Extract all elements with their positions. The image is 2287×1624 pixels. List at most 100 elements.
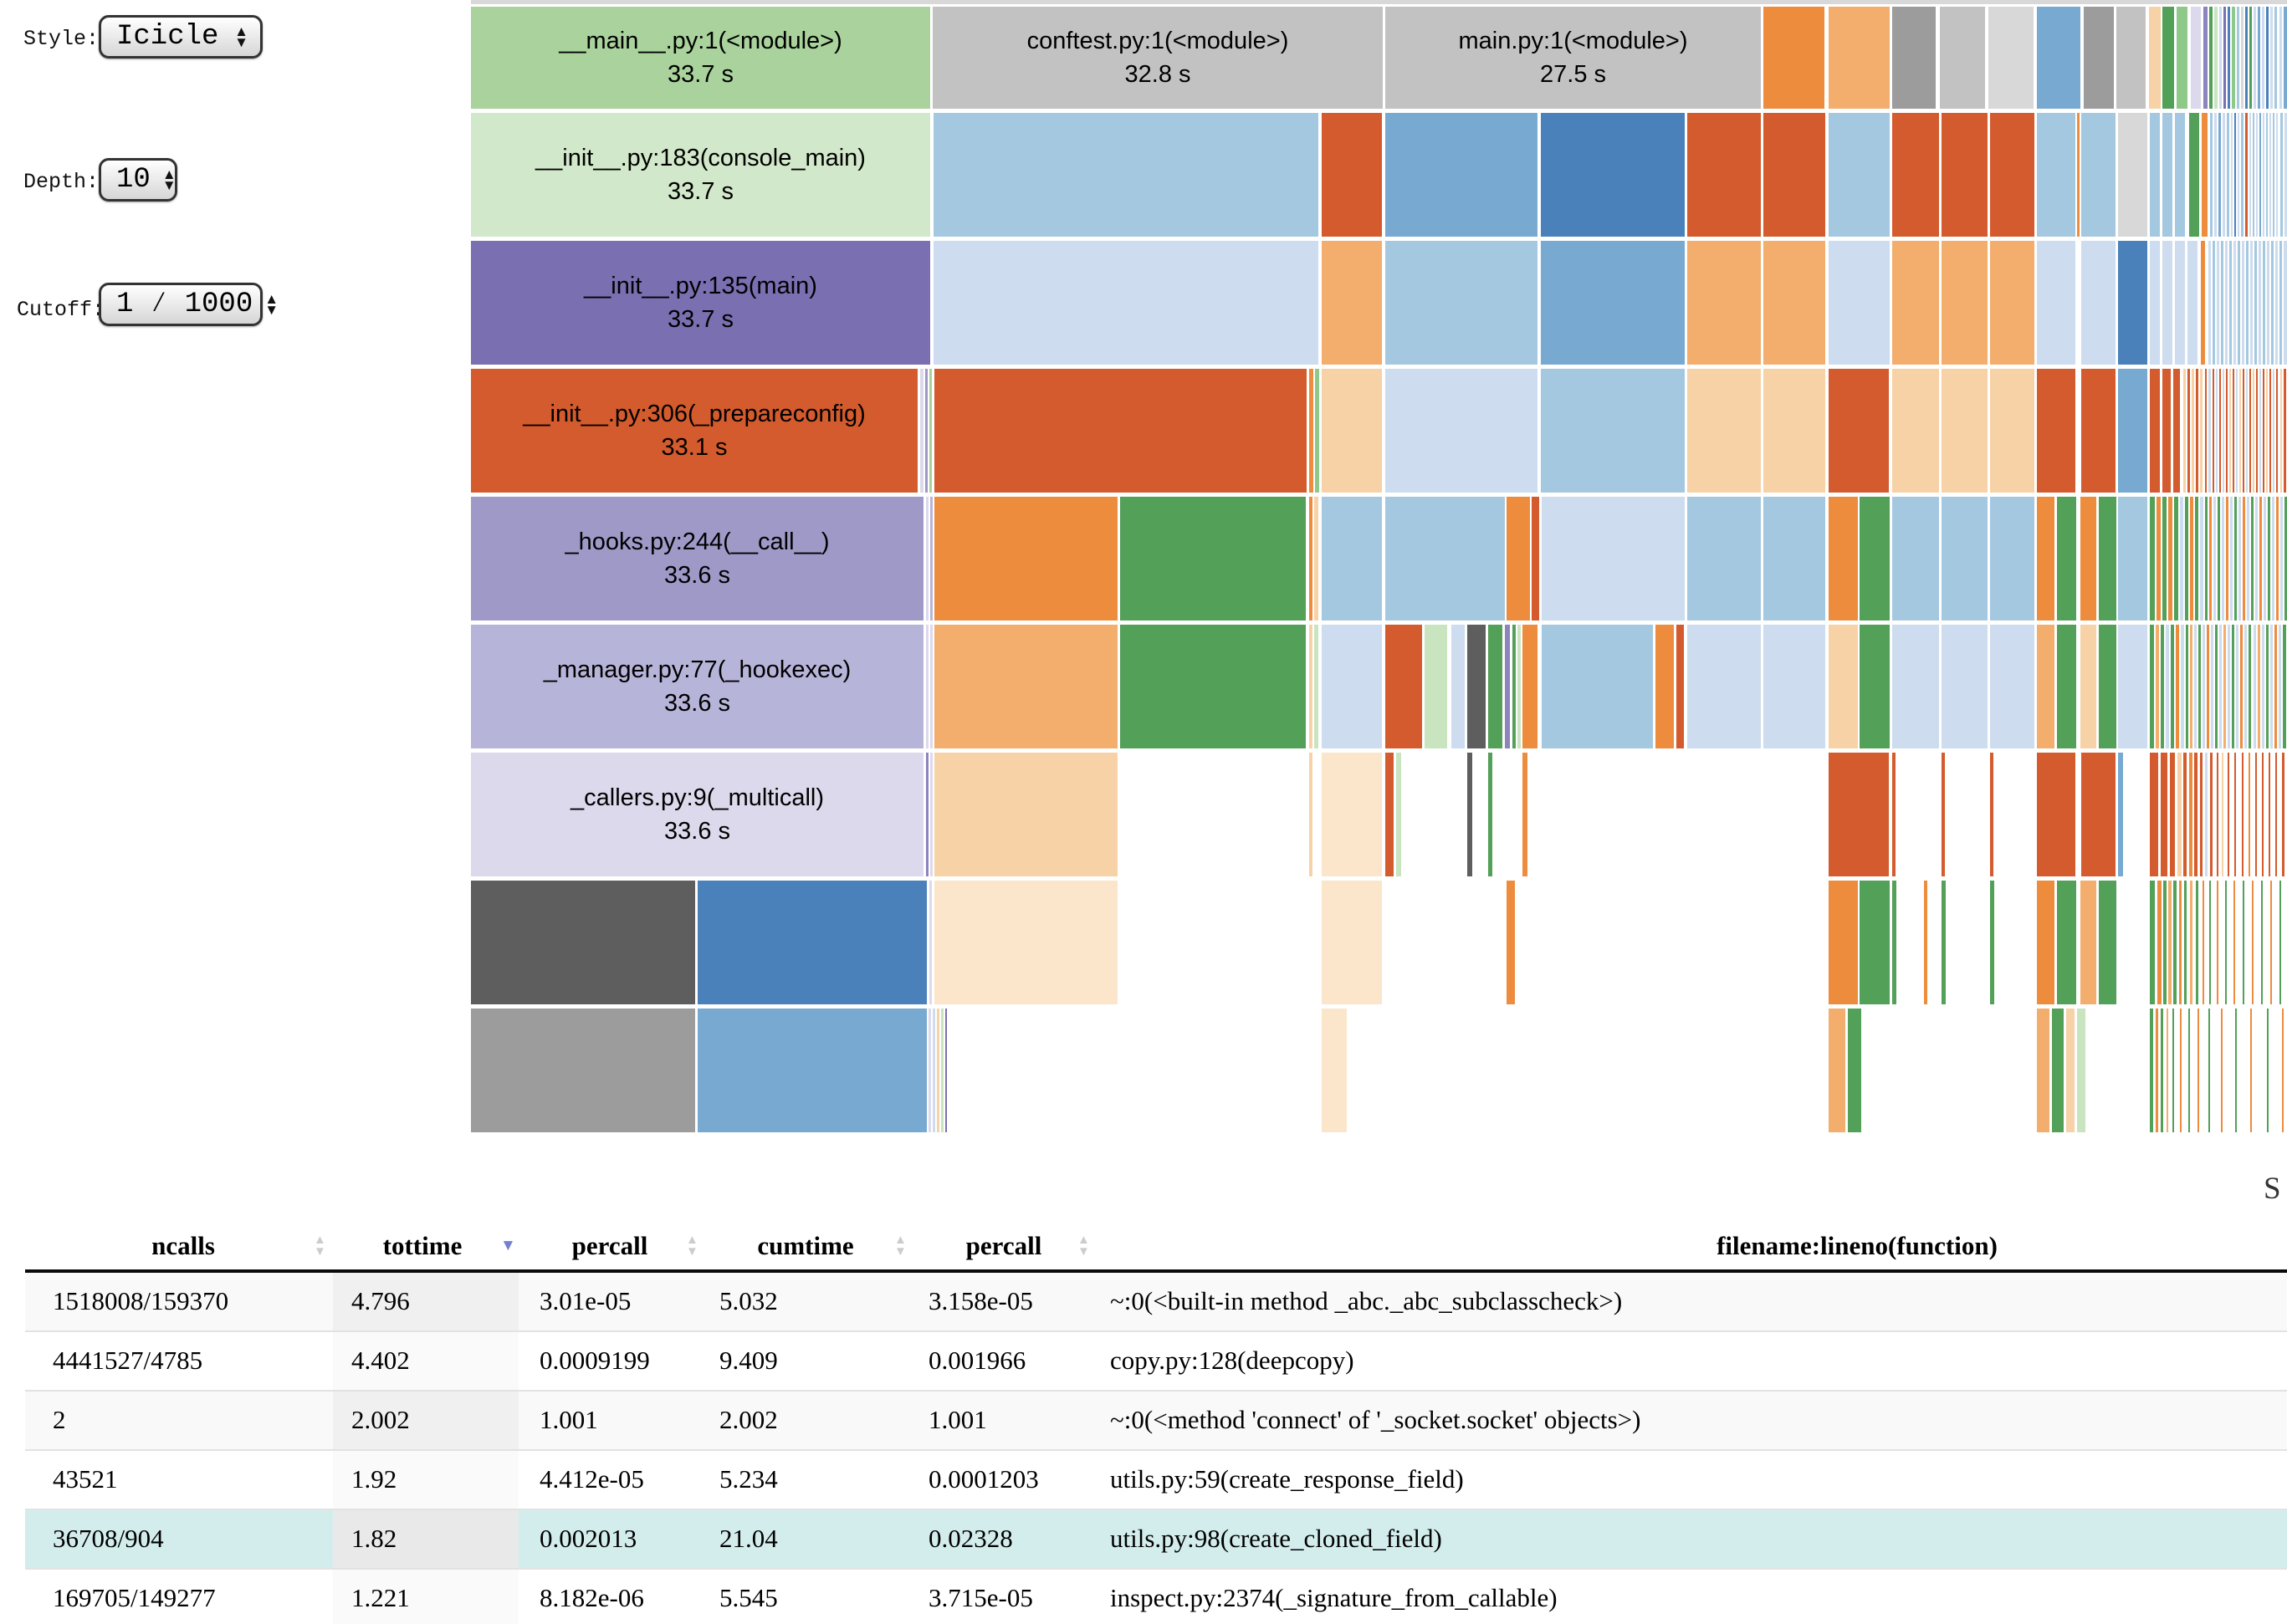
icicle-segment[interactable] (2241, 113, 2244, 237)
icicle-segment[interactable] (2266, 369, 2268, 493)
icicle-segment[interactable] (2208, 241, 2211, 365)
icicle-segment[interactable] (1892, 7, 1936, 109)
icicle-segment[interactable] (1467, 625, 1486, 748)
icicle-segment[interactable] (2225, 881, 2227, 1004)
icicle-segment[interactable] (2157, 497, 2161, 620)
icicle-segment[interactable] (2186, 625, 2188, 748)
icicle-segment[interactable] (2171, 625, 2174, 748)
icicle-segment[interactable] (2214, 113, 2217, 237)
icicle-segment[interactable] (1322, 113, 1382, 237)
icicle-segment[interactable] (2118, 369, 2147, 493)
icicle-segment[interactable] (1892, 881, 1896, 1004)
icicle-segment[interactable] (1385, 241, 1537, 365)
icicle-segment[interactable] (2259, 369, 2261, 493)
icicle-segment[interactable] (2209, 881, 2211, 1004)
icicle-segment[interactable] (1942, 113, 1988, 237)
icicle-segment[interactable] (1990, 369, 2034, 493)
icicle-segment[interactable] (2261, 881, 2263, 1004)
icicle-segment[interactable] (1860, 625, 1890, 748)
icicle-segment[interactable] (2225, 241, 2228, 365)
icicle-segment[interactable] (1385, 113, 1537, 237)
icicle-segment[interactable] (2156, 625, 2159, 748)
icicle-segment[interactable] (2262, 7, 2264, 109)
icicle-segment[interactable] (2066, 1009, 2075, 1132)
icicle-segment[interactable] (2269, 369, 2271, 493)
icicle-segment[interactable] (2254, 7, 2256, 109)
icicle-node[interactable]: __main__.py:1(<module>)33.7 s (471, 7, 930, 109)
icicle-segment[interactable] (2275, 241, 2278, 365)
icicle-segment[interactable] (934, 497, 1118, 620)
icicle-segment[interactable] (1763, 7, 1824, 109)
icicle-segment[interactable] (1507, 497, 1530, 620)
icicle-segment[interactable] (2170, 753, 2175, 876)
icicle-segment[interactable] (2057, 625, 2076, 748)
icicle-segment[interactable] (2052, 1009, 2064, 1132)
icicle-segment[interactable] (2268, 497, 2270, 620)
icicle-segment[interactable] (2267, 241, 2269, 365)
icicle-segment[interactable] (2197, 1009, 2199, 1132)
icicle-segment[interactable] (2254, 241, 2257, 365)
icicle-segment[interactable] (1892, 497, 1939, 620)
icicle-segment[interactable] (2238, 497, 2241, 620)
icicle-segment[interactable] (2232, 625, 2234, 748)
icicle-segment[interactable] (2179, 881, 2182, 1004)
icicle-segment[interactable] (2223, 625, 2226, 748)
icicle-segment[interactable] (2233, 881, 2235, 1004)
icicle-segment[interactable] (1517, 625, 1521, 748)
icicle-segment[interactable] (2150, 625, 2154, 748)
icicle-segment[interactable] (2250, 241, 2253, 365)
icicle-segment[interactable] (1892, 369, 1939, 493)
icicle-segment[interactable] (2183, 753, 2187, 876)
icicle-segment[interactable] (920, 369, 923, 493)
icicle-segment[interactable] (2247, 497, 2249, 620)
icicle-segment[interactable] (2168, 881, 2172, 1004)
icicle-segment[interactable] (2196, 881, 2198, 1004)
icicle-segment[interactable] (2161, 625, 2164, 748)
icicle-segment[interactable] (929, 881, 932, 1004)
icicle-segment[interactable] (1512, 625, 1516, 748)
icicle-segment[interactable] (929, 369, 932, 493)
icicle-segment[interactable] (1940, 7, 1985, 109)
icicle-segment[interactable] (2258, 625, 2260, 748)
icicle-segment[interactable] (2216, 369, 2218, 493)
icicle-segment[interactable] (2118, 753, 2123, 876)
icicle-segment[interactable] (2276, 369, 2278, 493)
icicle-segment[interactable] (1385, 753, 1394, 876)
icicle-segment[interactable] (2280, 369, 2282, 493)
icicle-segment[interactable] (2219, 7, 2222, 109)
icicle-node[interactable]: __init__.py:306(_prepareconfig)33.1 s (471, 369, 918, 493)
icicle-segment[interactable] (2175, 113, 2185, 237)
icicle-segment[interactable] (2266, 113, 2268, 237)
icicle-segment[interactable] (930, 753, 933, 876)
icicle-segment[interactable] (2162, 369, 2171, 493)
icicle-segment[interactable] (698, 1009, 927, 1132)
icicle-segment[interactable] (1541, 369, 1685, 493)
icicle-segment[interactable] (2243, 369, 2244, 493)
icicle-segment[interactable] (2150, 113, 2160, 237)
icicle-segment[interactable] (1425, 625, 1447, 748)
icicle-segment[interactable] (1309, 497, 1312, 620)
icicle-segment[interactable] (1488, 753, 1492, 876)
icicle-segment[interactable] (2184, 881, 2187, 1004)
icicle-segment[interactable] (2279, 625, 2281, 748)
icicle-segment[interactable] (1892, 241, 1939, 365)
icicle-segment[interactable] (1988, 7, 2034, 109)
icicle-segment[interactable] (2177, 7, 2187, 109)
icicle-segment[interactable] (2269, 753, 2270, 876)
icicle-segment[interactable] (1829, 753, 1889, 876)
icicle-segment[interactable] (2223, 369, 2224, 493)
icicle-segment[interactable] (2254, 625, 2256, 748)
icicle-segment[interactable] (1505, 625, 1510, 748)
icicle-segment[interactable] (2080, 625, 2096, 748)
icicle-segment[interactable] (2037, 497, 2054, 620)
icicle-segment[interactable] (937, 1009, 939, 1132)
icicle-segment[interactable] (1532, 497, 1539, 620)
icicle-segment[interactable] (2283, 625, 2286, 748)
icicle-segment[interactable] (1315, 369, 1319, 493)
icicle-segment[interactable] (1451, 625, 1465, 748)
icicle-segment[interactable] (934, 241, 1318, 365)
icicle-segment[interactable] (2037, 625, 2054, 748)
icicle-segment[interactable] (1542, 497, 1685, 620)
icicle-segment[interactable] (930, 497, 933, 620)
